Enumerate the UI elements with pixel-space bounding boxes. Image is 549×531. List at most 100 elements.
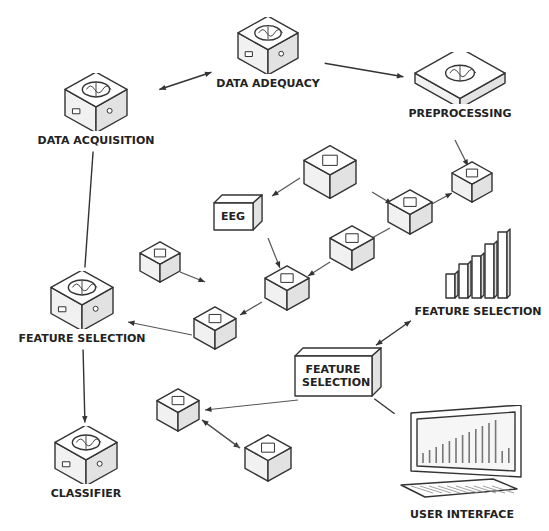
flow-line [202,420,240,448]
brain-fissure [82,280,83,294]
flow-line [455,140,468,166]
connector [376,321,411,346]
flow-arrowhead [272,190,279,196]
monitor [397,405,527,505]
brain-fissure [85,435,86,449]
component-block: DATA ADEQUACY [214,17,321,91]
cube-knob [107,108,112,113]
box-top [295,348,381,356]
cube-knob [279,51,284,56]
small-box [157,389,199,431]
monitor-frame [411,405,521,477]
cube-port [245,51,252,56]
small-box [245,435,291,481]
small-box-mark [172,396,184,404]
brain-cube [53,426,119,485]
component-block: CLASSIFIER [49,426,124,502]
brain-fold [76,439,101,446]
screen-trace [488,423,490,463]
screen-trace [422,453,424,463]
screen-trace [475,429,477,463]
small-box-top [157,389,199,413]
screen-trace [462,435,464,463]
flow-line [240,302,262,315]
small-box-top [140,242,180,264]
small-box-top [330,226,374,251]
small-box-mark [404,198,416,207]
small-box [194,307,236,349]
brain-cube [63,73,129,132]
brain-fold [72,284,97,291]
block-caption: DATA ADEQUACY [214,77,321,91]
small-box-top [245,435,291,461]
small-box-mark [346,234,358,243]
bar-side [507,229,510,298]
flow-line [205,400,298,410]
component-block: USER INTERFACE [397,405,527,522]
bar-side [468,261,471,298]
block-caption: DATA ACQUISITION [36,134,157,148]
cube-top [55,426,117,460]
brain-fold [86,86,111,93]
brain-fissure [268,26,269,39]
flow-arrowhead [205,407,212,412]
connector-line [325,63,404,77]
screen-trace [482,426,484,463]
component-block: PREPROCESSING [406,52,513,121]
brain-fissure [459,66,460,80]
small-box [265,266,309,310]
small-box-mark [262,443,275,452]
small-box [140,242,180,282]
flow-arrowhead [445,193,452,199]
screen-trace [435,447,437,463]
block-caption: FEATURE SELECTION [16,332,147,346]
arrowhead [404,321,411,327]
cube-port [58,306,65,311]
component-block: FEATURE SELECTION [412,228,543,319]
brain-cube [49,271,115,330]
flow-arrowhead [202,420,209,426]
cube-knob [93,306,98,311]
bar-chart [442,228,514,302]
flow-line [268,238,280,268]
small-box [330,226,374,270]
block-caption: USER INTERFACE [408,508,516,522]
flow-line [180,272,205,282]
connector-line [83,349,85,422]
small-box-top [388,190,432,215]
connector-line [85,151,93,267]
bar [472,256,481,298]
key-row [492,486,514,493]
screen-trace [429,450,431,463]
arrowhead [376,339,383,345]
connector-line [159,72,211,89]
component-block: FEATURE SELECTION [16,271,147,347]
flow-line [308,262,330,276]
flow-arrowhead [308,270,315,276]
small-box-top [194,307,236,331]
block-caption: FEATURE SELECTION [412,305,543,319]
flow-line [430,193,452,205]
flow-line [202,420,240,448]
arrowhead [159,85,166,90]
flow-line [372,228,390,238]
flow-arrowhead [128,321,135,326]
box-front [295,356,372,396]
flow-arrowhead [275,261,280,268]
block-caption: PREPROCESSING [406,107,513,121]
cube-port [72,108,79,113]
component-block: DATA ACQUISITION [36,73,157,149]
connector-line [374,399,394,414]
connector [374,399,394,414]
box-label: EEG [221,210,245,223]
screen-trace [468,432,470,463]
cube-top [65,73,127,107]
screen-trace [495,420,497,463]
box-front [214,203,253,230]
bar [498,232,507,298]
screen-trace [442,444,444,463]
flow-arrowhead [198,277,205,282]
connector [159,72,211,90]
connector [85,151,93,267]
